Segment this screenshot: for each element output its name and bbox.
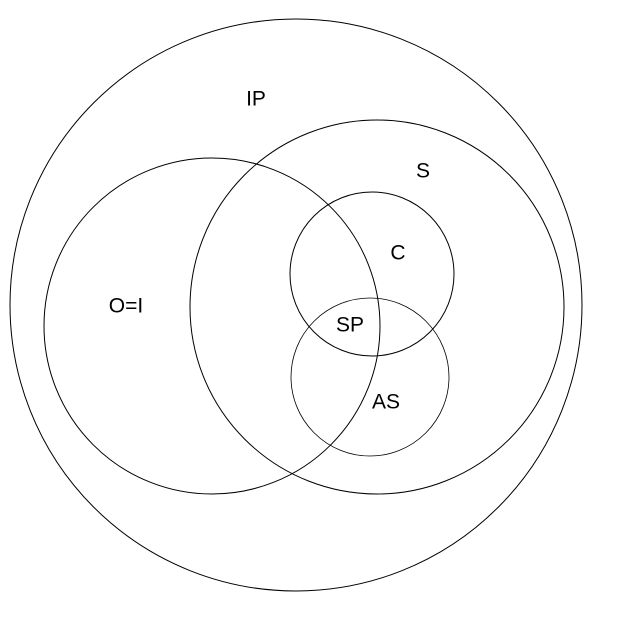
set-circle-s: [189, 119, 565, 495]
label-ip: IP: [246, 88, 266, 111]
set-circle-as: [290, 297, 450, 457]
label-s: S: [416, 160, 430, 183]
label-o-equals-i: O=I: [109, 295, 143, 318]
set-circle-o-equals-i: [43, 157, 381, 495]
set-circle-ip: [9, 18, 583, 592]
label-sp: SP: [336, 314, 364, 337]
label-as: AS: [372, 391, 400, 414]
label-c: C: [390, 242, 405, 265]
set-circle-c: [289, 191, 455, 357]
